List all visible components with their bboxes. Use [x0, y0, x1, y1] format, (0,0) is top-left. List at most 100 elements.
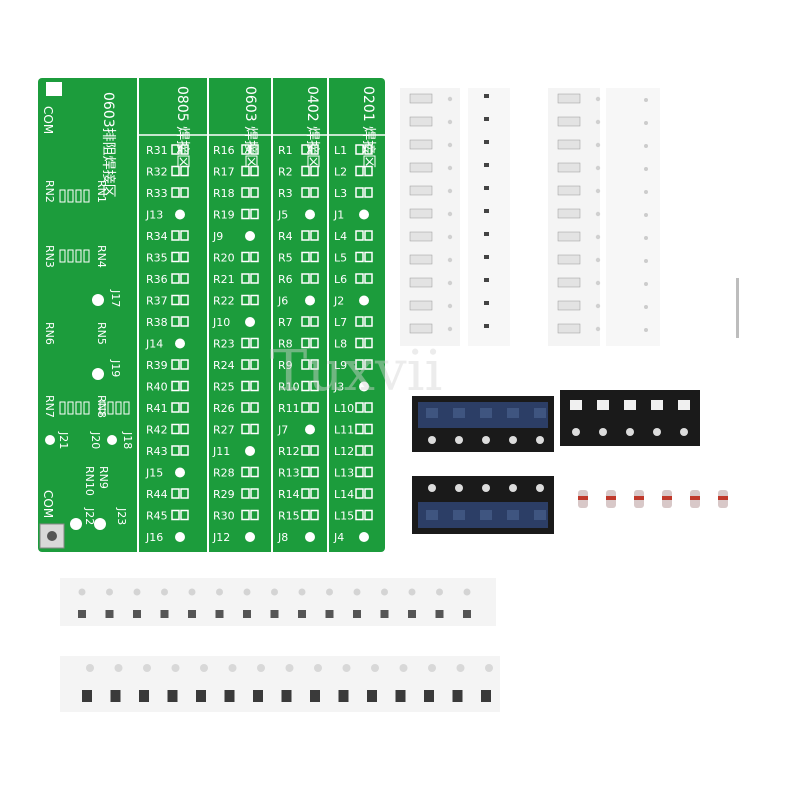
array-pad [75, 401, 82, 415]
smd-component [453, 408, 465, 418]
solder-pad [180, 251, 189, 263]
pcb-label: R14 [278, 488, 300, 501]
chip [325, 610, 334, 618]
sprocket-hole [599, 428, 607, 436]
chip [215, 610, 224, 618]
solder-pad [171, 488, 180, 499]
pcb-label: J13 [145, 209, 163, 222]
diodes-row [578, 490, 728, 508]
test-point [92, 294, 104, 306]
chip [82, 690, 92, 702]
sprocket-hole [447, 280, 453, 286]
component [484, 209, 489, 213]
solder-pad [310, 230, 319, 241]
solder-pad [310, 445, 319, 456]
sprocket-hole [436, 588, 443, 596]
solder-pad [250, 208, 259, 220]
pcb-label: L7 [334, 316, 347, 329]
sprocket-hole [353, 588, 361, 596]
chip [310, 690, 320, 702]
solder-pad [241, 187, 250, 198]
pcb-label: R4 [278, 230, 293, 243]
sprocket-hole [143, 664, 151, 672]
solder-pad [250, 337, 259, 349]
led-tape [560, 390, 700, 446]
solder-pad [171, 230, 180, 241]
solder-pad [241, 359, 250, 370]
solder-pad [364, 251, 373, 263]
diode-band [690, 496, 700, 500]
sprocket-hole [78, 588, 86, 596]
pcb-label: J12 [212, 531, 230, 544]
solder-pad [364, 187, 373, 198]
solder-pad [364, 509, 373, 521]
pcb-label: R45 [146, 510, 168, 523]
solder-pad [301, 337, 310, 349]
solder-pad [180, 488, 189, 499]
array-pad [83, 249, 90, 263]
array-pad [107, 401, 114, 415]
array-pad [67, 401, 74, 415]
solder-pad [250, 488, 259, 499]
chip-resistor [557, 277, 581, 288]
solder-pad [171, 316, 180, 327]
sprocket-hole [171, 664, 180, 672]
sprocket-hole [428, 436, 436, 444]
test-point [305, 295, 315, 306]
component [484, 94, 489, 98]
solder-pad [364, 423, 373, 435]
sprocket-hole [680, 428, 688, 436]
pcb-label: R11 [278, 402, 300, 415]
sprocket-hole [509, 436, 517, 444]
watermark: Tuxvii [270, 339, 442, 404]
sprocket-hole [482, 436, 490, 444]
pcb-label: R12 [278, 445, 300, 458]
solder-pad [355, 144, 364, 155]
solder-pad [241, 488, 250, 499]
pcb-label: J9 [212, 230, 223, 243]
pcb-label: L6 [334, 273, 347, 286]
smd-component [480, 408, 492, 418]
solder-pad [310, 359, 319, 370]
solder-pad [250, 380, 259, 392]
pcb-label: R6 [278, 273, 293, 286]
smd-component [426, 510, 438, 520]
solder-pad [180, 445, 189, 456]
chip-resistor [557, 231, 581, 242]
chip-resistor [409, 254, 433, 265]
pcb-label: J5 [277, 209, 288, 222]
sprocket-hole [509, 484, 517, 492]
solder-pad [180, 165, 189, 177]
array-label: RN6 [43, 322, 56, 345]
pcb-label: L5 [334, 252, 347, 265]
test-point [175, 467, 185, 478]
sprocket-hole [572, 428, 580, 436]
solder-pad [364, 445, 373, 456]
solder-pad [180, 509, 189, 521]
test-point [245, 231, 255, 241]
pcb-label: R9 [278, 359, 293, 372]
solder-pad [355, 230, 364, 241]
solder-pad [241, 294, 250, 306]
chip-resistor [557, 116, 581, 127]
solder-pad [364, 230, 373, 241]
pcb-label: R15 [278, 510, 300, 523]
chip [167, 690, 178, 702]
pcb-label: R2 [278, 166, 293, 179]
smd-component [651, 400, 663, 410]
pcb-label: R39 [146, 359, 168, 372]
diode-band [662, 496, 672, 500]
solder-pad [241, 337, 250, 349]
sprocket-hole [536, 484, 544, 492]
solder-pad [310, 509, 319, 521]
array-label: RN1 [95, 180, 108, 203]
pcb-label: R7 [278, 316, 293, 329]
solder-pad [310, 273, 319, 284]
pcb-label: L13 [334, 467, 354, 480]
solder-pad [301, 466, 310, 478]
pcb-label: R8 [278, 338, 293, 351]
zone-header-0201: 0201 焊接区 [360, 86, 377, 168]
array-pad [75, 249, 82, 263]
array-label: J17 [109, 289, 122, 307]
chip [424, 690, 434, 702]
